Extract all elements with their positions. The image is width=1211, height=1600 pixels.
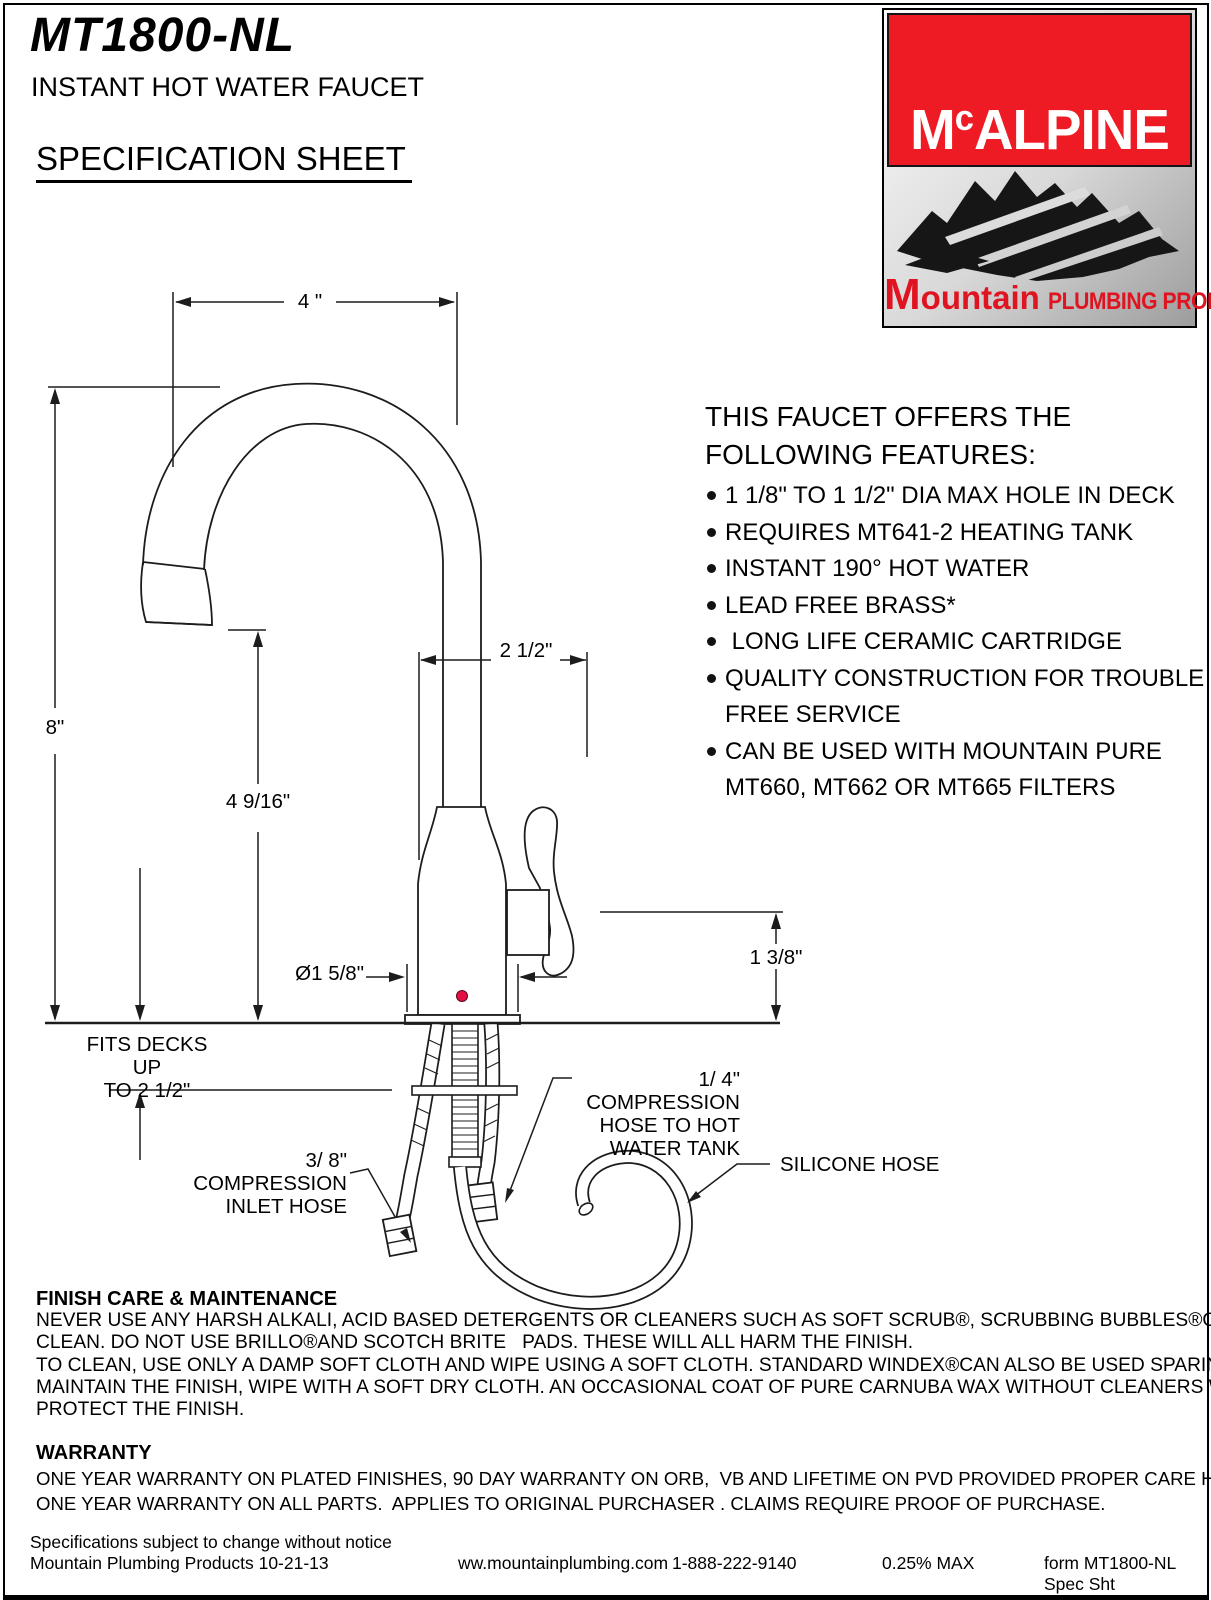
inlet-nut-left <box>381 1213 418 1258</box>
dim-overall-height: 8" <box>37 716 73 739</box>
tank-hose-label: 1/ 4" COMPRESSION HOSE TO HOT WATER TANK <box>565 1068 740 1160</box>
warranty-line: ONE YEAR WARRANTY ON ALL PARTS. APPLIES … <box>36 1493 1106 1514</box>
bullet-icon <box>707 527 716 537</box>
bullet-icon <box>707 564 716 573</box>
hot-indicator-dot <box>456 990 468 1002</box>
finish-care-line: NEVER USE ANY HARSH ALKALI, ACID BASED D… <box>36 1310 1211 1331</box>
page-title-model: MT1800-NL <box>30 9 296 62</box>
features-list: 1 1/8" TO 1 1/2" DIA MAX HOLE IN DECK RE… <box>707 478 1204 807</box>
footer-note-line2: Mountain Plumbing Products 10-21-13 <box>30 1553 329 1573</box>
footer-form-ref: form MT1800-NL Spec Sht <box>1044 1553 1176 1594</box>
finish-care-text: NEVER USE ANY HARSH ALKALI, ACID BASED D… <box>36 1310 1211 1421</box>
shank-threads <box>452 1030 478 1150</box>
warranty-line: ONE YEAR WARRANTY ON PLATED FINISHES, 90… <box>36 1468 1211 1489</box>
features-heading-line2: FOLLOWING FEATURES: <box>705 439 1036 470</box>
footer-website: ww.mountainplumbing.com <box>458 1553 669 1573</box>
spout-nozzle <box>140 561 213 626</box>
dim-handle-height: 1 3/8" <box>737 946 815 969</box>
feature-text: 1 1/8" TO 1 1/2" DIA MAX HOLE IN DECK <box>725 482 1175 509</box>
logo-word-plumbing: PLUMBING PRODUCTS <box>1048 288 1211 315</box>
silicone-hose-label: SILICONE HOSE <box>780 1153 940 1176</box>
feature-item: CAN BE USED WITH MOUNTAIN PURE <box>707 734 1204 771</box>
mounting-washer <box>411 1085 518 1096</box>
deck-note-line2: TO 2 1/2" <box>103 1079 191 1102</box>
feature-item: REQUIRES MT641-2 HEATING TANK <box>707 515 1204 552</box>
body-bell <box>417 806 507 1016</box>
logo-red-panel: McALPINE <box>887 13 1192 167</box>
bullet-icon <box>707 600 716 610</box>
feature-text: MT660, MT662 OR MT665 FILTERS <box>725 774 1116 801</box>
warranty-text: ONE YEAR WARRANTY ON PLATED FINISHES, 90… <box>36 1466 1211 1516</box>
feature-text: LONG LIFE CERAMIC CARTRIDGE <box>725 628 1122 655</box>
dim-outlet-height: 4 9/16" <box>214 790 302 813</box>
feature-text: LEAD FREE BRASS* <box>725 591 956 619</box>
bullet-icon <box>707 491 716 500</box>
logo-brand-text: McALPINE <box>895 97 1184 163</box>
braid-texture <box>410 1033 500 1147</box>
footer-phone: 1-888-222-9140 <box>672 1553 797 1573</box>
sheet-title: SPECIFICATION SHEET <box>36 140 412 183</box>
feature-text: INSTANT 190° HOT WATER <box>725 555 1030 582</box>
deck-thickness-note: FITS DECKS UP TO 2 1/2" <box>72 1033 222 1102</box>
shank-collar <box>448 1156 482 1168</box>
bullet-icon <box>707 637 716 646</box>
feature-item-continuation: FREE SERVICE <box>707 697 1204 734</box>
feature-text: QUALITY CONSTRUCTION FOR TROUBLE <box>725 664 1205 692</box>
below-deck-plumbing <box>381 1022 693 1310</box>
finish-care-line: PROTECT THE FINISH. <box>36 1399 245 1421</box>
feature-text: CAN BE USED WITH MOUNTAIN PURE <box>725 737 1162 765</box>
feature-item-continuation: MT660, MT662 OR MT665 FILTERS <box>707 770 1204 807</box>
finish-care-line: TO CLEAN, USE ONLY A DAMP SOFT CLOTH AND… <box>36 1354 1211 1376</box>
warranty-heading: WARRANTY <box>36 1442 152 1464</box>
logo-brand-rest: ALPINE <box>973 98 1170 162</box>
features-heading-line1: THIS FAUCET OFFERS THE <box>705 401 1072 432</box>
inlet-hose-line2: INLET HOSE <box>225 1195 347 1218</box>
hose-open-end <box>578 1202 594 1216</box>
logo-word-mountain: Mountain <box>884 270 1040 319</box>
mountain-icon <box>897 171 1179 283</box>
inlet-hose-line1: 3/ 8" COMPRESSION <box>193 1149 347 1195</box>
features-heading: THIS FAUCET OFFERS THE FOLLOWING FEATURE… <box>705 398 1071 474</box>
footer-note-line1: Specifications subject to change without… <box>30 1532 392 1552</box>
inlet-hose-label: 3/ 8" COMPRESSION INLET HOSE <box>163 1149 347 1218</box>
logo-tagline: Mountain PLUMBING PRODUCTS <box>884 270 1211 320</box>
feature-item: LEAD FREE BRASS* <box>707 588 1204 625</box>
deck-note-line1: FITS DECKS UP <box>86 1033 208 1079</box>
faucet-body <box>404 806 575 1025</box>
finish-care-heading: FINISH CARE & MAINTENANCE <box>36 1288 338 1310</box>
feature-item: 1 1/8" TO 1 1/2" DIA MAX HOLE IN DECK <box>707 478 1204 515</box>
dimension-arrowheads <box>50 297 781 1243</box>
page-subtitle: INSTANT HOT WATER FAUCET <box>31 72 425 102</box>
feature-text: REQUIRES MT641-2 HEATING TANK <box>725 518 1134 546</box>
logo-brand-c: c <box>954 97 974 138</box>
footer-lead-content: 0.25% MAX <box>882 1553 975 1573</box>
gooseneck-spout <box>140 382 482 807</box>
feature-item: INSTANT 190° HOT WATER <box>707 551 1204 588</box>
handle-connector <box>506 889 550 956</box>
bullet-icon <box>707 673 716 683</box>
feature-item: QUALITY CONSTRUCTION FOR TROUBLE <box>707 661 1204 698</box>
tank-hose-line1: 1/ 4" COMPRESSION <box>586 1068 740 1114</box>
logo-brand-m: M <box>910 98 956 162</box>
feature-item: LONG LIFE CERAMIC CARTRIDGE <box>707 624 1204 661</box>
dim-spout-reach: 4 " <box>284 290 336 313</box>
bullet-icon <box>707 746 716 756</box>
finish-care-line: CLEAN. DO NOT USE BRILLO®AND SCOTCH BRIT… <box>36 1332 914 1354</box>
mcalpine-logo: McALPINE Mountain PLUMBING PRODUCTS <box>882 8 1211 328</box>
dim-base-diameter: Ø1 5/8" <box>292 962 364 985</box>
dim-upper-width: 2 1/2" <box>494 639 558 662</box>
finish-care-line: MAINTAIN THE FINISH, WIPE WITH A SOFT DR… <box>36 1376 1211 1398</box>
tank-hose-line3: WATER TANK <box>609 1137 740 1160</box>
feature-text: FREE SERVICE <box>725 701 901 728</box>
tank-hose-line2: HOSE TO HOT <box>599 1114 741 1137</box>
